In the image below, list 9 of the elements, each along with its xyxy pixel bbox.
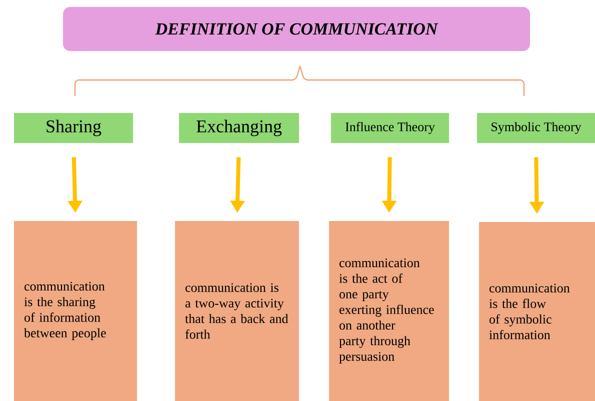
category-box: Influence Theory — [331, 113, 449, 143]
definition-box: communication is the act of one party exerting influence on another party through persuasion — [329, 221, 449, 401]
category-box: Symbolic Theory — [477, 113, 595, 143]
title-box: DEFINITION OF COMMUNICATION — [63, 7, 530, 51]
category-box: Sharing — [14, 113, 133, 143]
category-box: Exchanging — [179, 113, 299, 143]
definition-box: communication is the flow of symbolic information — [479, 222, 595, 401]
definition-box: communication is a two-way activity that has a back and forth — [175, 221, 299, 401]
definition-box: communication is the sharing of information between people — [14, 221, 137, 401]
